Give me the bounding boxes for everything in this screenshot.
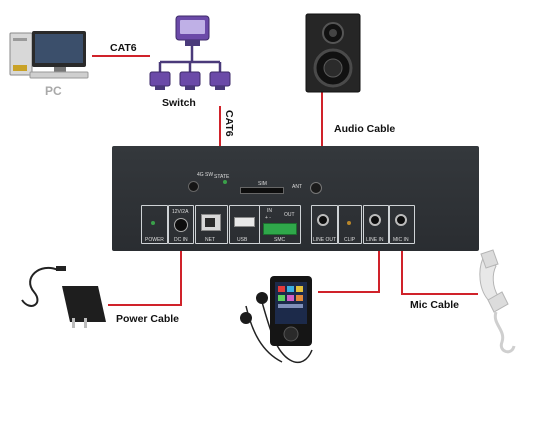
line-in-jack[interactable]: [369, 214, 381, 226]
pc-icon: [9, 31, 89, 79]
state-led: [223, 180, 227, 184]
mic-in-box: [389, 205, 415, 244]
4g-switch-label: 4G SW: [197, 172, 214, 178]
usb-port[interactable]: [234, 217, 255, 227]
media-player-icon: [240, 276, 313, 364]
4g-switch-button[interactable]: [188, 181, 199, 192]
dc-in-box: [168, 205, 194, 244]
clip-label: CLIP: [344, 237, 356, 243]
cable-mic-micin: [401, 242, 478, 295]
mic-in-label: MIC IN: [393, 237, 409, 243]
clip-led: [347, 221, 351, 225]
power-led: [151, 221, 155, 225]
gpio-pins-label: + -: [265, 215, 271, 221]
ant-connector[interactable]: [310, 182, 322, 194]
power-adapter-icon: [21, 266, 106, 328]
telephone-handset-icon: [479, 249, 516, 354]
gpio-out-label: OUT: [284, 212, 295, 218]
cat6-vertical-label: CAT6: [223, 110, 235, 137]
device-rear-panel: 4G SW STATE SIM ANT POWER 12V/2A DC IN N…: [112, 146, 479, 251]
line-out-label: LINE OUT: [313, 237, 337, 243]
state-label: STATE: [214, 174, 230, 180]
dc-in-label: DC IN: [174, 237, 188, 243]
cable-power-dcin: [108, 241, 182, 306]
line-in-label: LINE IN: [366, 237, 384, 243]
gpio-box: [259, 205, 301, 244]
audio-cable-label: Audio Cable: [334, 123, 396, 135]
switch-label: Switch: [162, 97, 196, 109]
dc-rating-label: 12V/2A: [172, 209, 189, 215]
cat6-top-label: CAT6: [110, 42, 137, 54]
net-label: NET: [205, 237, 215, 243]
dc-in-jack[interactable]: [174, 218, 188, 232]
speaker-icon: [305, 13, 361, 93]
sim-label: SIM: [258, 181, 267, 187]
switch-icon: [149, 15, 231, 90]
line-out-box: [311, 205, 338, 244]
net-box: [195, 205, 228, 244]
gpio-in-label: IN: [267, 208, 272, 214]
power-box: [141, 205, 168, 244]
mic-in-jack[interactable]: [395, 214, 407, 226]
line-out-jack[interactable]: [317, 214, 329, 226]
sim-slot[interactable]: [240, 187, 284, 194]
gpio-terminal-block[interactable]: [263, 223, 297, 235]
pc-label: PC: [45, 84, 62, 98]
usb-label: USB: [237, 237, 248, 243]
ant-label: ANT: [292, 184, 302, 190]
cable-lineout-player: [318, 242, 380, 293]
net-port-socket: [205, 218, 215, 227]
power-label: POWER: [145, 237, 164, 243]
clip-box: [338, 205, 362, 244]
power-cable-label: Power Cable: [116, 313, 180, 325]
line-in-box: [363, 205, 389, 244]
smc-label: SMC: [274, 237, 286, 243]
mic-cable-label: Mic Cable: [410, 299, 460, 311]
